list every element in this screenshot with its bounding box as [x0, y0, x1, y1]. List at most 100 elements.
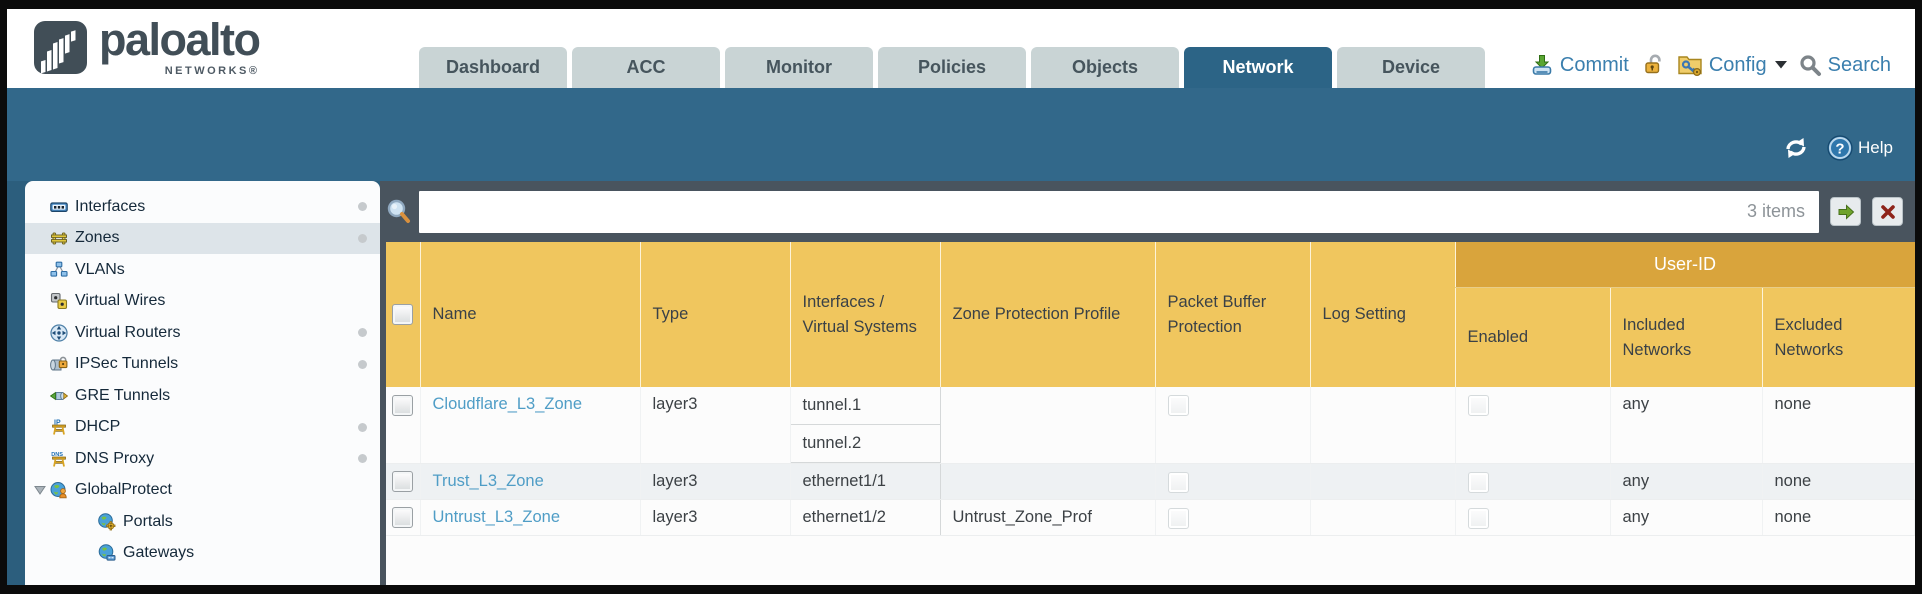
- row-checkbox[interactable]: [392, 471, 413, 492]
- sidebar-item-virtual-routers[interactable]: Virtual Routers: [25, 317, 380, 349]
- interface-entry: ethernet1/1: [802, 472, 886, 490]
- search-icon: [1800, 54, 1821, 76]
- tab-device[interactable]: Device: [1337, 47, 1485, 88]
- tab-objects[interactable]: Objects: [1031, 47, 1179, 88]
- banner-tools: ? Help: [1783, 135, 1893, 161]
- config-label: Config: [1708, 53, 1767, 76]
- paloalto-logo-icon: [34, 21, 87, 74]
- tab-network[interactable]: Network: [1184, 47, 1332, 88]
- tab-acc[interactable]: ACC: [572, 47, 720, 88]
- sidebar-item-gre-tunnels[interactable]: GRE Tunnels: [25, 380, 380, 412]
- page-banner: ? Help: [7, 88, 1915, 181]
- log-setting: [1310, 387, 1456, 464]
- sidebar-item-interfaces[interactable]: Interfaces: [25, 191, 380, 223]
- item-indicator-dot: [358, 328, 367, 338]
- zone-name-link[interactable]: Cloudflare_L3_Zone: [432, 395, 583, 413]
- sidebar-item-virtual-wires[interactable]: Virtual Wires: [25, 286, 380, 318]
- vlans-icon: [50, 261, 68, 277]
- col-header-enabled[interactable]: Enabled: [1454, 287, 1610, 387]
- table-row: Untrust_L3_Zone layer3 ethernet1/2 Untru…: [386, 499, 1915, 536]
- col-header-interfaces[interactable]: Interfaces / Virtual Systems: [789, 242, 940, 387]
- virtual-routers-icon: [50, 324, 68, 342]
- logo-networks-label: NETWORKS®: [164, 65, 260, 77]
- tab-monitor[interactable]: Monitor: [725, 47, 873, 88]
- chevron-down-icon: [1774, 61, 1787, 69]
- zone-name-link[interactable]: Untrust_L3_Zone: [432, 508, 561, 526]
- header-quick-actions: Commit Config: [1530, 53, 1891, 77]
- commit-icon: [1532, 55, 1552, 75]
- sidebar-item-label: Portals: [123, 512, 173, 530]
- help-label: Help: [1858, 138, 1893, 157]
- clear-filter-button[interactable]: [1872, 197, 1903, 226]
- commit-button[interactable]: Commit: [1530, 53, 1629, 77]
- red-x-icon: [1880, 204, 1895, 219]
- virtual-wires-icon: [50, 293, 68, 310]
- sidebar-item-label: GlobalProtect: [75, 481, 172, 499]
- sidebar-item-zones[interactable]: Zones: [25, 222, 380, 254]
- logo-wordmark: paloalto: [99, 14, 261, 65]
- config-menu-button[interactable]: Config: [1677, 53, 1787, 77]
- gre-tunnels-icon: [50, 391, 68, 401]
- tab-policies[interactable]: Policies: [878, 47, 1026, 88]
- col-header-name[interactable]: Name: [419, 242, 640, 387]
- col-header-type[interactable]: Type: [639, 242, 790, 387]
- network-sidebar: Interfaces Zones: [25, 181, 380, 585]
- interfaces-icon: [50, 202, 68, 212]
- sidebar-item-portals[interactable]: Portals: [25, 506, 380, 538]
- item-indicator-dot: [358, 359, 367, 369]
- zones-main-pane: 3 items: [380, 181, 1915, 585]
- select-all-cell: [386, 242, 420, 387]
- row-checkbox[interactable]: [392, 395, 413, 416]
- items-count: 3 items: [1746, 201, 1805, 221]
- filter-input[interactable]: [419, 190, 1747, 233]
- col-header-zone-protection-profile[interactable]: Zone Protection Profile: [939, 242, 1155, 387]
- refresh-icon[interactable]: [1783, 136, 1809, 160]
- tab-dashboard[interactable]: Dashboard: [419, 47, 567, 88]
- zone-interfaces-cell: ethernet1/2: [789, 499, 941, 536]
- col-header-log-setting[interactable]: Log Setting: [1309, 242, 1455, 387]
- sidebar-item-dns-proxy[interactable]: DNS DNS Proxy: [25, 443, 380, 475]
- dns-proxy-icon: DNS: [51, 452, 66, 467]
- zone-protection-profile: Untrust_Zone_Prof: [940, 499, 1156, 536]
- main-nav-tabs: Dashboard ACC Monitor Policies Objects N…: [419, 47, 1485, 88]
- zone-name-link[interactable]: Trust_L3_Zone: [432, 472, 544, 490]
- content-area: Interfaces Zones: [7, 181, 1915, 585]
- zones-table-wrap: Name Type Interfaces / Virtual Systems Z…: [386, 242, 1915, 585]
- zones-icon: [51, 232, 67, 245]
- sidebar-item-gateways[interactable]: Gateways: [25, 538, 380, 570]
- row-checkbox[interactable]: [392, 507, 413, 528]
- user-id-enabled-checkbox: [1467, 508, 1489, 529]
- globalprotect-icon: [50, 482, 67, 499]
- sidebar-item-label: Gateways: [123, 544, 195, 562]
- sidebar-item-dhcp[interactable]: IP DHCP: [25, 412, 380, 444]
- green-arrow-icon: [1838, 203, 1854, 220]
- user-id-enabled-checkbox: [1467, 472, 1489, 493]
- col-header-included-networks[interactable]: Included Networks: [1609, 287, 1762, 387]
- app-body: paloalto NETWORKS® Dashboard ACC Monitor…: [7, 9, 1915, 585]
- sidebar-item-globalprotect[interactable]: GlobalProtect: [25, 475, 380, 507]
- search-button[interactable]: Search: [1799, 54, 1891, 77]
- item-indicator-dot: [358, 422, 367, 432]
- lock-icon[interactable]: [1641, 53, 1665, 77]
- zone-interfaces-cell: tunnel.1 tunnel.2: [789, 387, 941, 464]
- expand-triangle-icon[interactable]: [33, 483, 47, 497]
- interface-entry: ethernet1/2: [802, 508, 886, 526]
- sidebar-item-vlans[interactable]: VLANs: [25, 254, 380, 286]
- packet-buffer-checkbox: [1167, 395, 1189, 416]
- apply-filter-button[interactable]: [1830, 197, 1861, 226]
- sidebar-item-ipsec-tunnels[interactable]: IPSec Tunnels: [25, 349, 380, 381]
- help-button[interactable]: ? Help: [1827, 135, 1893, 161]
- zone-type: layer3: [640, 463, 791, 500]
- zones-table: Name Type Interfaces / Virtual Systems Z…: [386, 242, 1915, 536]
- included-networks: any: [1610, 387, 1763, 464]
- col-header-excluded-networks[interactable]: Excluded Networks: [1761, 287, 1915, 387]
- svg-text:IP: IP: [54, 420, 61, 427]
- interface-entry: tunnel.1: [790, 387, 940, 425]
- select-all-checkbox[interactable]: [392, 304, 413, 325]
- col-header-packet-buffer-protection[interactable]: Packet Buffer Protection: [1154, 242, 1310, 387]
- sidebar-item-label: DNS Proxy: [75, 449, 155, 467]
- packet-buffer-checkbox: [1167, 472, 1189, 493]
- portals-icon: [98, 512, 116, 531]
- included-networks: any: [1610, 499, 1763, 536]
